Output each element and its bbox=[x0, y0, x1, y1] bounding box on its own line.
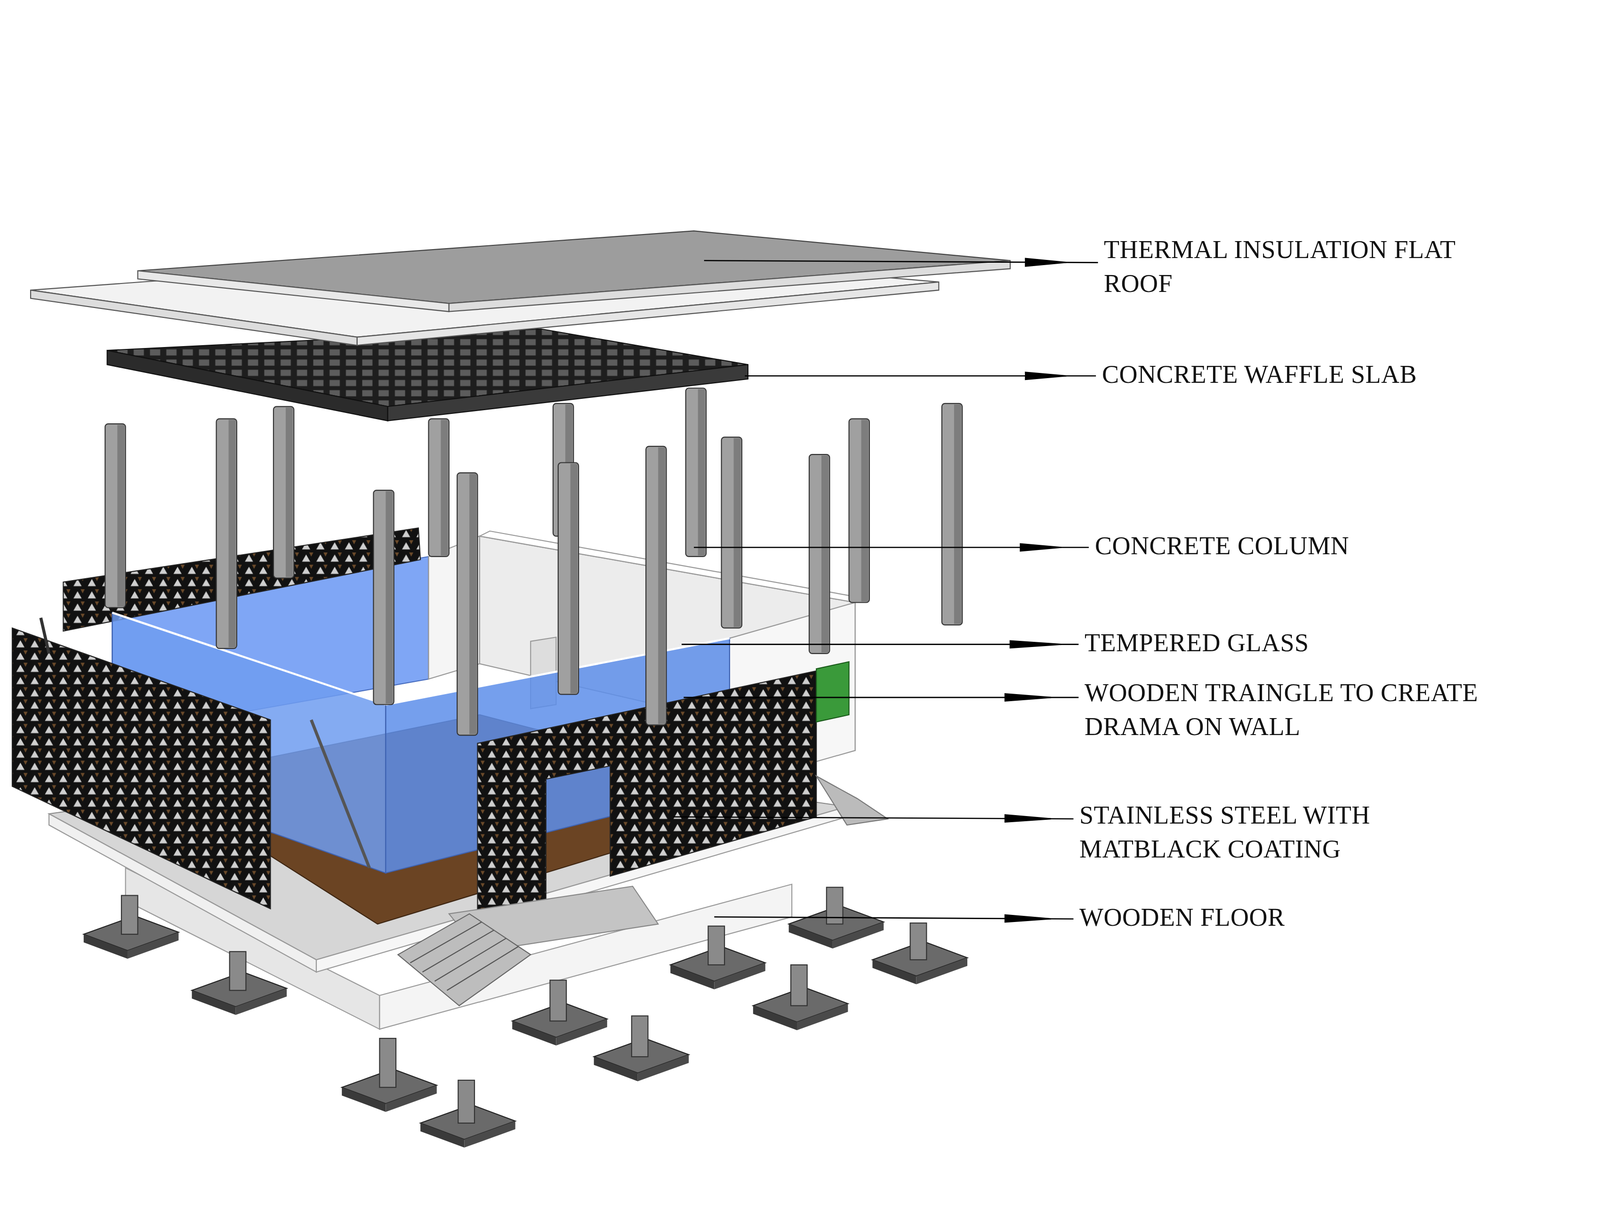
part-label: CONCRETE COLUMN bbox=[1094, 528, 1350, 563]
waffle-slab bbox=[107, 329, 748, 421]
part-label: STAINLESS STEEL WITH MATBLACK COATING bbox=[1079, 797, 1485, 866]
concrete-columns bbox=[104, 387, 963, 735]
part-label: WOODEN FLOOR bbox=[1079, 900, 1285, 934]
part-label: CONCRETE WAFFLE SLAB bbox=[1101, 357, 1417, 392]
part-label: THERMAL INSULATION FLAT ROOF bbox=[1103, 232, 1472, 301]
part-label: TEMPERED GLASS bbox=[1084, 625, 1310, 660]
leader-lines bbox=[673, 258, 1099, 922]
entrance-steps bbox=[397, 775, 888, 1006]
part-label: WOODEN TRAINGLE TO CREATE DRAMA ON WALL bbox=[1084, 675, 1490, 744]
steel-screen bbox=[12, 617, 850, 919]
pad-footings bbox=[83, 886, 968, 1148]
flat-roof bbox=[30, 230, 1011, 346]
